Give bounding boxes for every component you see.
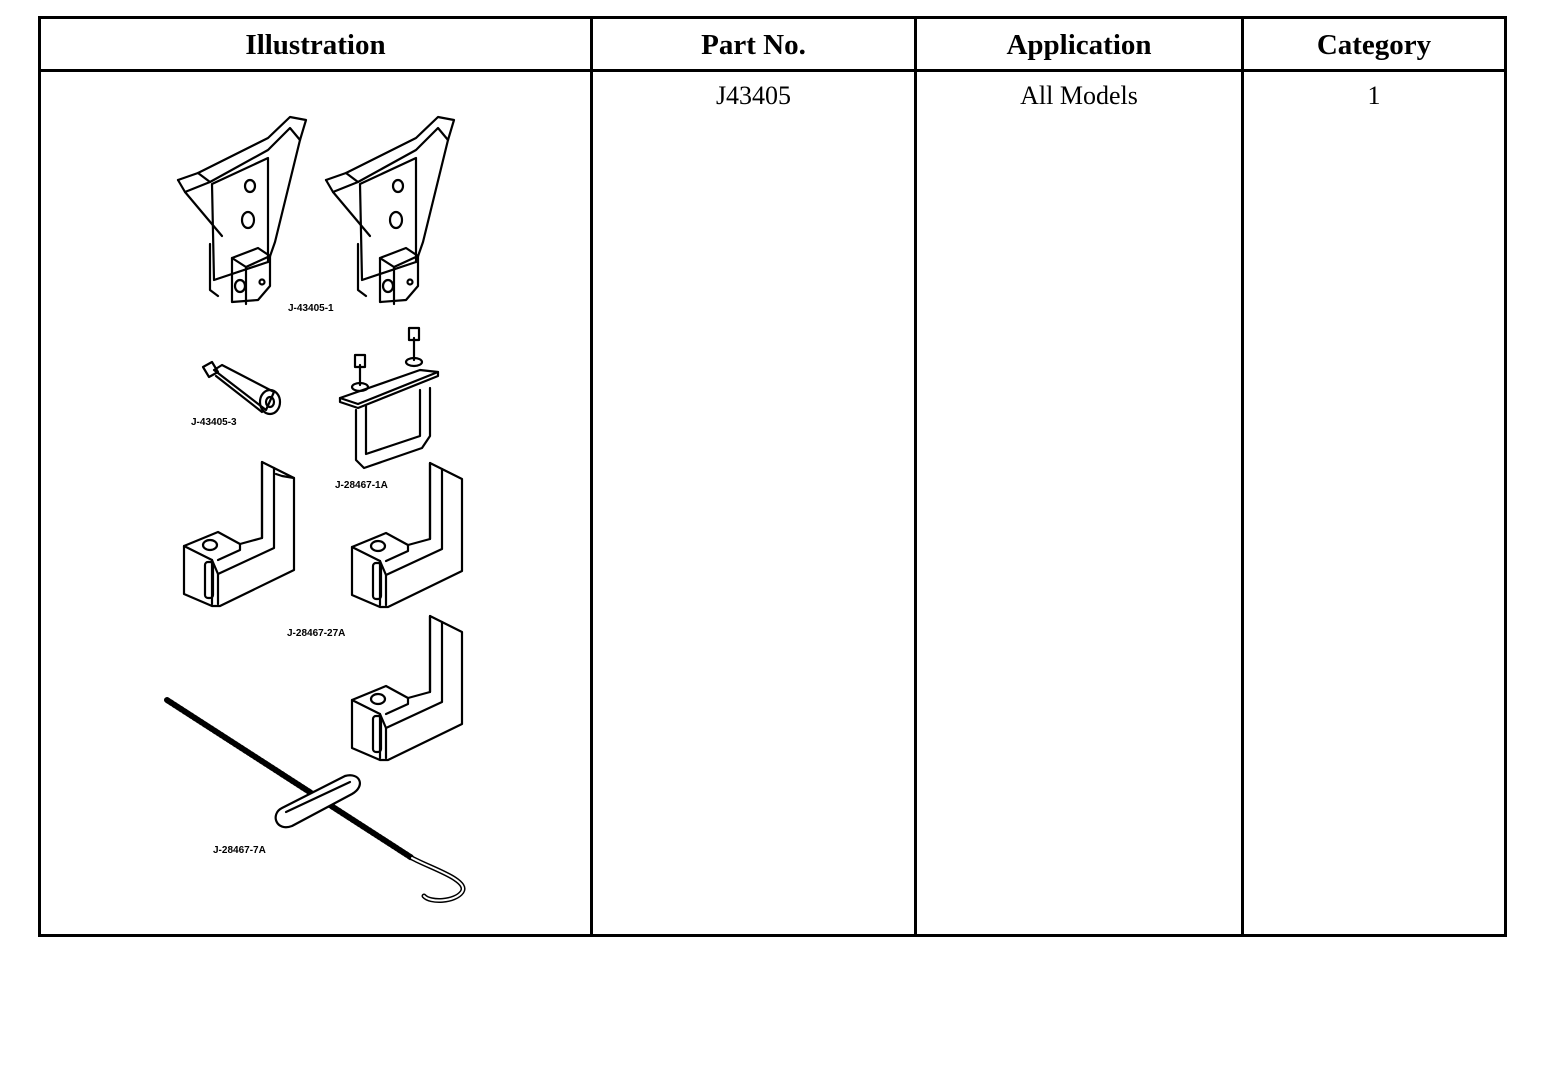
illustration-labels: J-43405-1 J-43405-3 J-28467-1A J-28467-2…: [191, 303, 388, 856]
header-divider: [41, 69, 1504, 72]
header-illustration: Illustration: [245, 29, 386, 61]
cell-application: All Models: [1020, 81, 1138, 110]
cell-part-no: J43405: [715, 81, 792, 110]
column-divider: [590, 19, 593, 934]
label-u-bolt: J-28467-1A: [335, 480, 388, 491]
hook-bracket-drawing: [350, 461, 464, 609]
header-category: Category: [1316, 29, 1432, 61]
bracket-drawing: [176, 115, 308, 306]
bracket-drawing: [324, 115, 456, 306]
header-part-no: Part No.: [701, 29, 806, 61]
tool-table: Illustration Part No. Application Catego…: [38, 16, 1507, 937]
column-divider: [914, 19, 917, 934]
label-rod: J-28467-7A: [213, 845, 266, 856]
label-spacer: J-43405-3: [191, 417, 237, 428]
label-hooks: J-28467-27A: [287, 628, 345, 639]
label-bracket: J-43405-1: [288, 303, 334, 314]
tool-illustration: J-43405-1 J-43405-3 J-28467-1A J-28467-2…: [164, 115, 466, 903]
cell-category: 1: [1367, 81, 1381, 110]
spacer-drawing: [201, 360, 282, 416]
header-application: Application: [1006, 29, 1152, 61]
u-bolt-drawing: [338, 326, 440, 470]
threaded-rod-drawing: [164, 697, 466, 903]
hook-bracket-drawing: [182, 460, 296, 608]
hook-bracket-drawing: [350, 614, 464, 762]
column-divider: [1241, 19, 1244, 934]
